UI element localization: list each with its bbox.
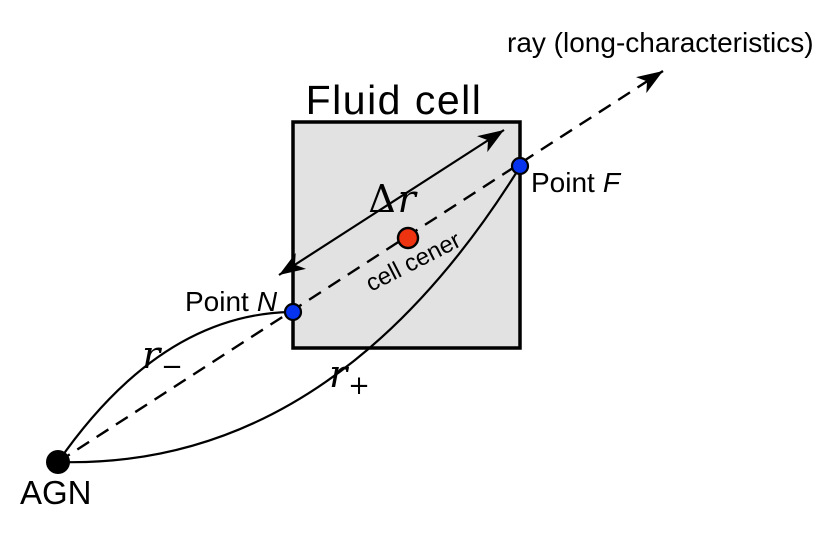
- point-f-letter: F: [603, 167, 622, 198]
- delta-r-var: r: [398, 177, 419, 221]
- ray-dashed-line: [57, 69, 664, 464]
- ray-label: ray (long-characteristics): [507, 27, 814, 58]
- cell-center-dot: [396, 226, 420, 250]
- point-f-label: Point F: [531, 167, 622, 198]
- point-f-word: Point: [531, 167, 595, 198]
- fluid-cell-label: Fluid cell: [306, 77, 483, 123]
- r-minus-var: r: [142, 333, 163, 377]
- point-n-letter: N: [257, 286, 278, 317]
- point-n-label: Point N: [185, 286, 278, 317]
- agn-dot: [46, 450, 70, 474]
- delta-r-label: Δr: [368, 177, 418, 221]
- r-plus-subscript: +: [348, 371, 370, 401]
- r-plus-label: r+: [329, 352, 370, 401]
- r-minus-subscript: −: [161, 352, 183, 382]
- delta-r-double-arrow: [278, 129, 505, 276]
- r-plus-var: r: [329, 352, 350, 396]
- r-minus-curve: [57, 310, 291, 463]
- delta-symbol: Δ: [368, 177, 395, 221]
- r-minus-label: r−: [142, 333, 183, 382]
- point-f-dot: [510, 156, 530, 176]
- point-n-word: Point: [185, 286, 249, 317]
- point-n-dot: [283, 302, 303, 322]
- agn-label: AGN: [20, 474, 92, 511]
